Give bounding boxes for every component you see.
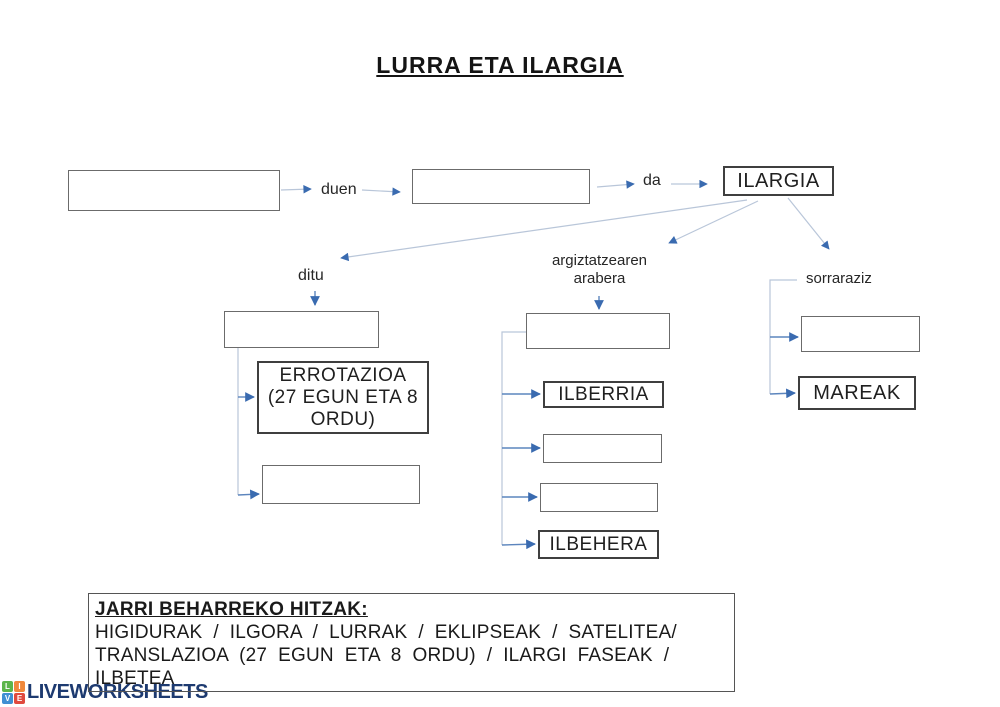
connector-label-da: da bbox=[643, 172, 661, 189]
answer-box-predicate[interactable] bbox=[412, 169, 590, 204]
connector-line bbox=[769, 388, 796, 399]
node-ilbehera: ILBEHERA bbox=[538, 530, 659, 559]
liveworksheets-logo-icon: L I V E bbox=[2, 681, 25, 704]
answer-box-subject[interactable] bbox=[68, 170, 280, 211]
node-mareak: MAREAK bbox=[798, 376, 916, 410]
node-errotazioa-line: ERROTAZIOA bbox=[279, 364, 407, 386]
node-errotazioa-line: (27 EGUN ETA 8 bbox=[267, 386, 419, 408]
page-title: LURRA ETA ILARGIA bbox=[376, 52, 624, 78]
connector-line bbox=[787, 197, 830, 250]
word-bank: JARRI BEHARREKO HITZAK: HIGIDURAK / ILGO… bbox=[88, 593, 735, 692]
connector-line bbox=[340, 199, 748, 262]
connector-label-ditu: ditu bbox=[298, 267, 324, 284]
answer-box-phase-3[interactable] bbox=[540, 483, 658, 512]
connector-line bbox=[596, 180, 635, 189]
connector-line bbox=[361, 187, 401, 196]
node-errotazioa-line: ORDU) bbox=[310, 408, 376, 430]
label-line: arabera bbox=[573, 270, 626, 287]
logo-square-e: E bbox=[14, 693, 25, 704]
connector-line bbox=[668, 200, 759, 244]
logo-square-l: L bbox=[2, 681, 13, 692]
connector-label-sorraraziz: sorraraziz bbox=[806, 270, 872, 287]
bracket-line bbox=[769, 279, 797, 394]
answer-box-sorraraziz-1[interactable] bbox=[801, 316, 920, 352]
node-ilargia: ILARGIA bbox=[723, 166, 834, 196]
answer-box-ditu-group[interactable] bbox=[224, 311, 379, 348]
connector-line bbox=[237, 489, 260, 500]
answer-box-left-bottom[interactable] bbox=[262, 465, 420, 504]
connector-line bbox=[501, 539, 536, 550]
answer-box-phase-2[interactable] bbox=[543, 434, 662, 463]
node-ilberria: ILBERRIA bbox=[543, 381, 664, 408]
bracket-line bbox=[501, 331, 526, 545]
connector-label-duen: duen bbox=[321, 181, 357, 198]
connector-label-argiztatzearen: argiztatzearen arabera bbox=[532, 252, 667, 288]
label-line: argiztatzearen bbox=[551, 252, 648, 269]
brand-wordmark: LIVEWORKSHEETS bbox=[27, 681, 208, 703]
liveworksheets-brand[interactable]: L I V E LIVEWORKSHEETS bbox=[2, 681, 208, 704]
answer-box-phases-group[interactable] bbox=[526, 313, 670, 349]
logo-square-i: I bbox=[14, 681, 25, 692]
word-bank-heading: JARRI BEHARREKO HITZAK: bbox=[95, 599, 368, 620]
word-bank-line: TRANSLAZIOA (27 EGUN ETA 8 ORDU) / ILARG… bbox=[95, 645, 670, 666]
logo-square-v: V bbox=[2, 693, 13, 704]
connector-line bbox=[280, 185, 312, 194]
node-errotazioa: ERROTAZIOA (27 EGUN ETA 8 ORDU) bbox=[257, 361, 429, 434]
word-bank-line: HIGIDURAK / ILGORA / LURRAK / EKLIPSEAK … bbox=[95, 622, 677, 643]
word-bank-line: ILBETEA bbox=[95, 668, 175, 689]
